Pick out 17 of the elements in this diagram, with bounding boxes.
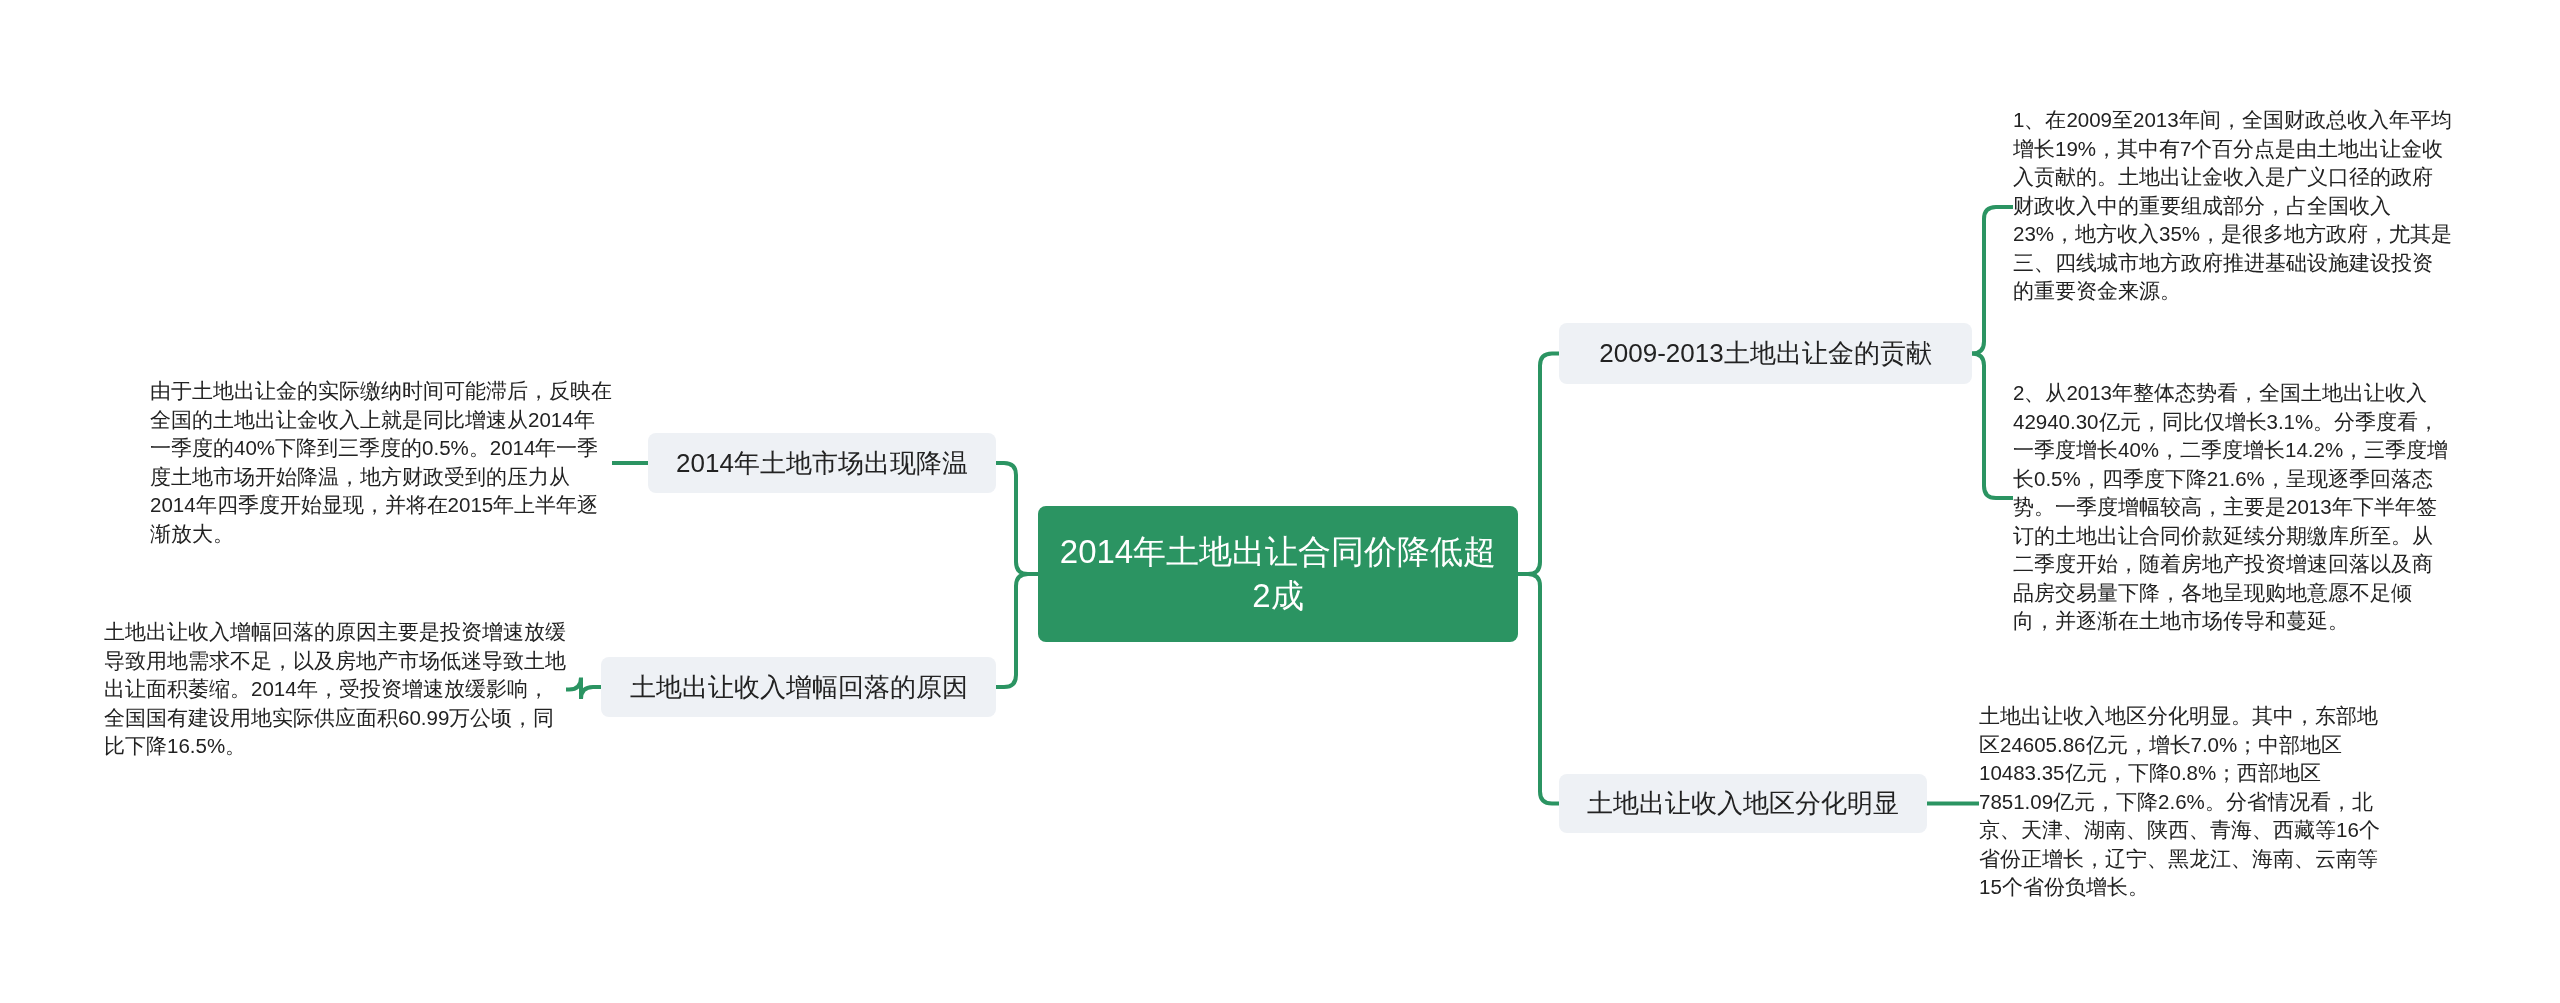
connector-line xyxy=(1518,572,1559,806)
note-text: 2、从2013年整体态势看，全国土地出让收入42940.30亿元，同比仅增长3.1%。分季度看，一季度增长40%，二季度增长14.2%，三季度增长0.5%，四季度下降21.6%，呈现逐季回落态势。一季度增幅较高，主要是2013年下半年签订的土地出让合同价款延续分期缴库所至。从二季度开始，随着房地产投资增速回落以及商品房交易量下降，各地呈现购地意愿不足倾向，并逐渐在土地市场传导和蔓延。 xyxy=(2013,379,2449,636)
note-text: 1、在2009至2013年间，全国财政总收入年平均增长19%，其中有7个百分点是由土地出让金收入贡献的。土地出让金收入是广义口径的政府财政收入中的重要组成部分，占全国收入23%，地方收入35%，是很多地方政府，尤其是三、四线城市地方政府推进基础设施建设投资的重要资金来源。 xyxy=(2013,106,2453,306)
connector-line xyxy=(566,675,601,701)
note-text: 土地出让收入增幅回落的原因主要是投资增速放缓导致用地需求不足，以及房地产市场低迷导致土地出让面积萎缩。2014年，受投资增速放缓影响，全国国有建设用地实际供应面积60.99万公顷，同比下降16.5%。 xyxy=(104,618,566,761)
central-topic-box: 2014年土地出让合同价降低超2成 xyxy=(1038,506,1518,642)
connector-line xyxy=(612,461,648,465)
note-text: 由于土地出让金的实际缴纳时间可能滞后，反映在全国的土地出让金收入上就是同比增速从2014年一季度的40%下降到三季度的0.5%。2014年一季度土地市场开始降温，地方财政受到的压力从2014年四季度开始显现，并将在2015年上半年逐渐放大。 xyxy=(150,377,612,548)
topic-box: 土地出让收入地区分化明显 xyxy=(1559,774,1927,833)
connector-line xyxy=(1970,205,2013,356)
note-text: 土地出让收入地区分化明显。其中，东部地区24605.86亿元，增长7.0%；中部地区10483.35亿元，下降0.8%；西部地区7851.09亿元，下降2.6%。分省情况看，北京、天津、湖南、陕西、青海、西藏等16个省份正增长，辽宁、黑龙江、海南、云南等15个省份负增长。 xyxy=(1979,702,2389,902)
topic-box: 土地出让收入增幅回落的原因 xyxy=(601,657,996,717)
topic-box: 2009-2013土地出让金的贡献 xyxy=(1559,323,1972,384)
connector-line xyxy=(1970,351,2013,500)
topic-box: 2014年土地市场出现降温 xyxy=(648,433,996,493)
connector-line xyxy=(1927,801,1979,806)
connector-line xyxy=(996,572,1038,689)
